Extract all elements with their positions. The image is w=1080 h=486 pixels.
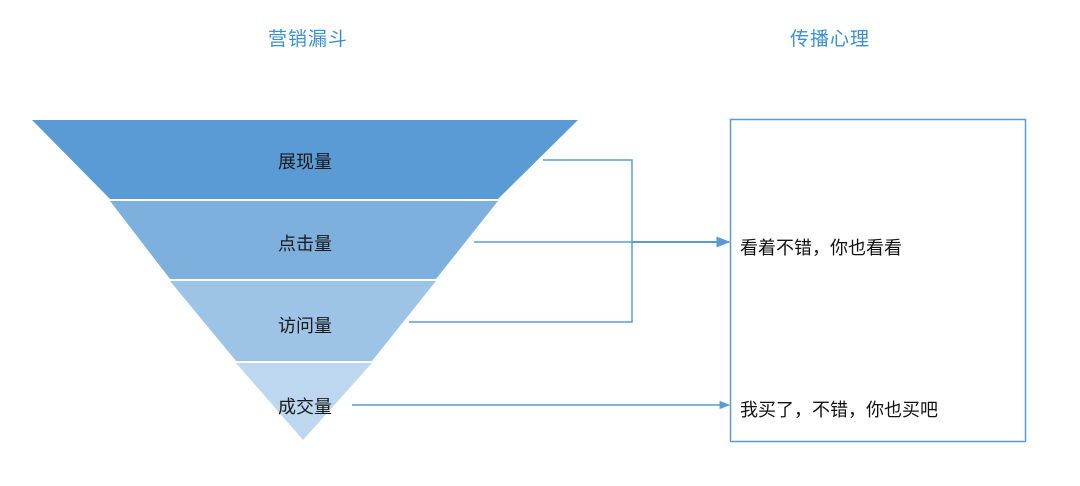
- funnel-stage-label-clicks: 点击量: [278, 234, 332, 255]
- funnel-stage-3-shape: [170, 281, 436, 361]
- funnel-stage-label-visits: 访问量: [278, 316, 332, 337]
- connector-stage-3: [409, 242, 633, 323]
- funnel-stage-2-shape: [110, 201, 498, 279]
- psychology-message-1: 看着不错，你也看看: [740, 238, 902, 259]
- psychology-title: 传播心理: [790, 28, 871, 50]
- psychology-box: [729, 118, 1027, 443]
- funnel-title: 营销漏斗: [268, 28, 349, 50]
- psychology-message-2: 我买了，不错，你也买吧: [740, 400, 938, 421]
- funnel-stage-label-impressions: 展现量: [278, 152, 332, 173]
- funnel-stage-4-shape: [236, 363, 372, 440]
- funnel-stage-label-conversions: 成交量: [278, 397, 332, 418]
- funnel-stage-1-shape: [32, 120, 578, 199]
- connector-stage-1: [543, 159, 633, 242]
